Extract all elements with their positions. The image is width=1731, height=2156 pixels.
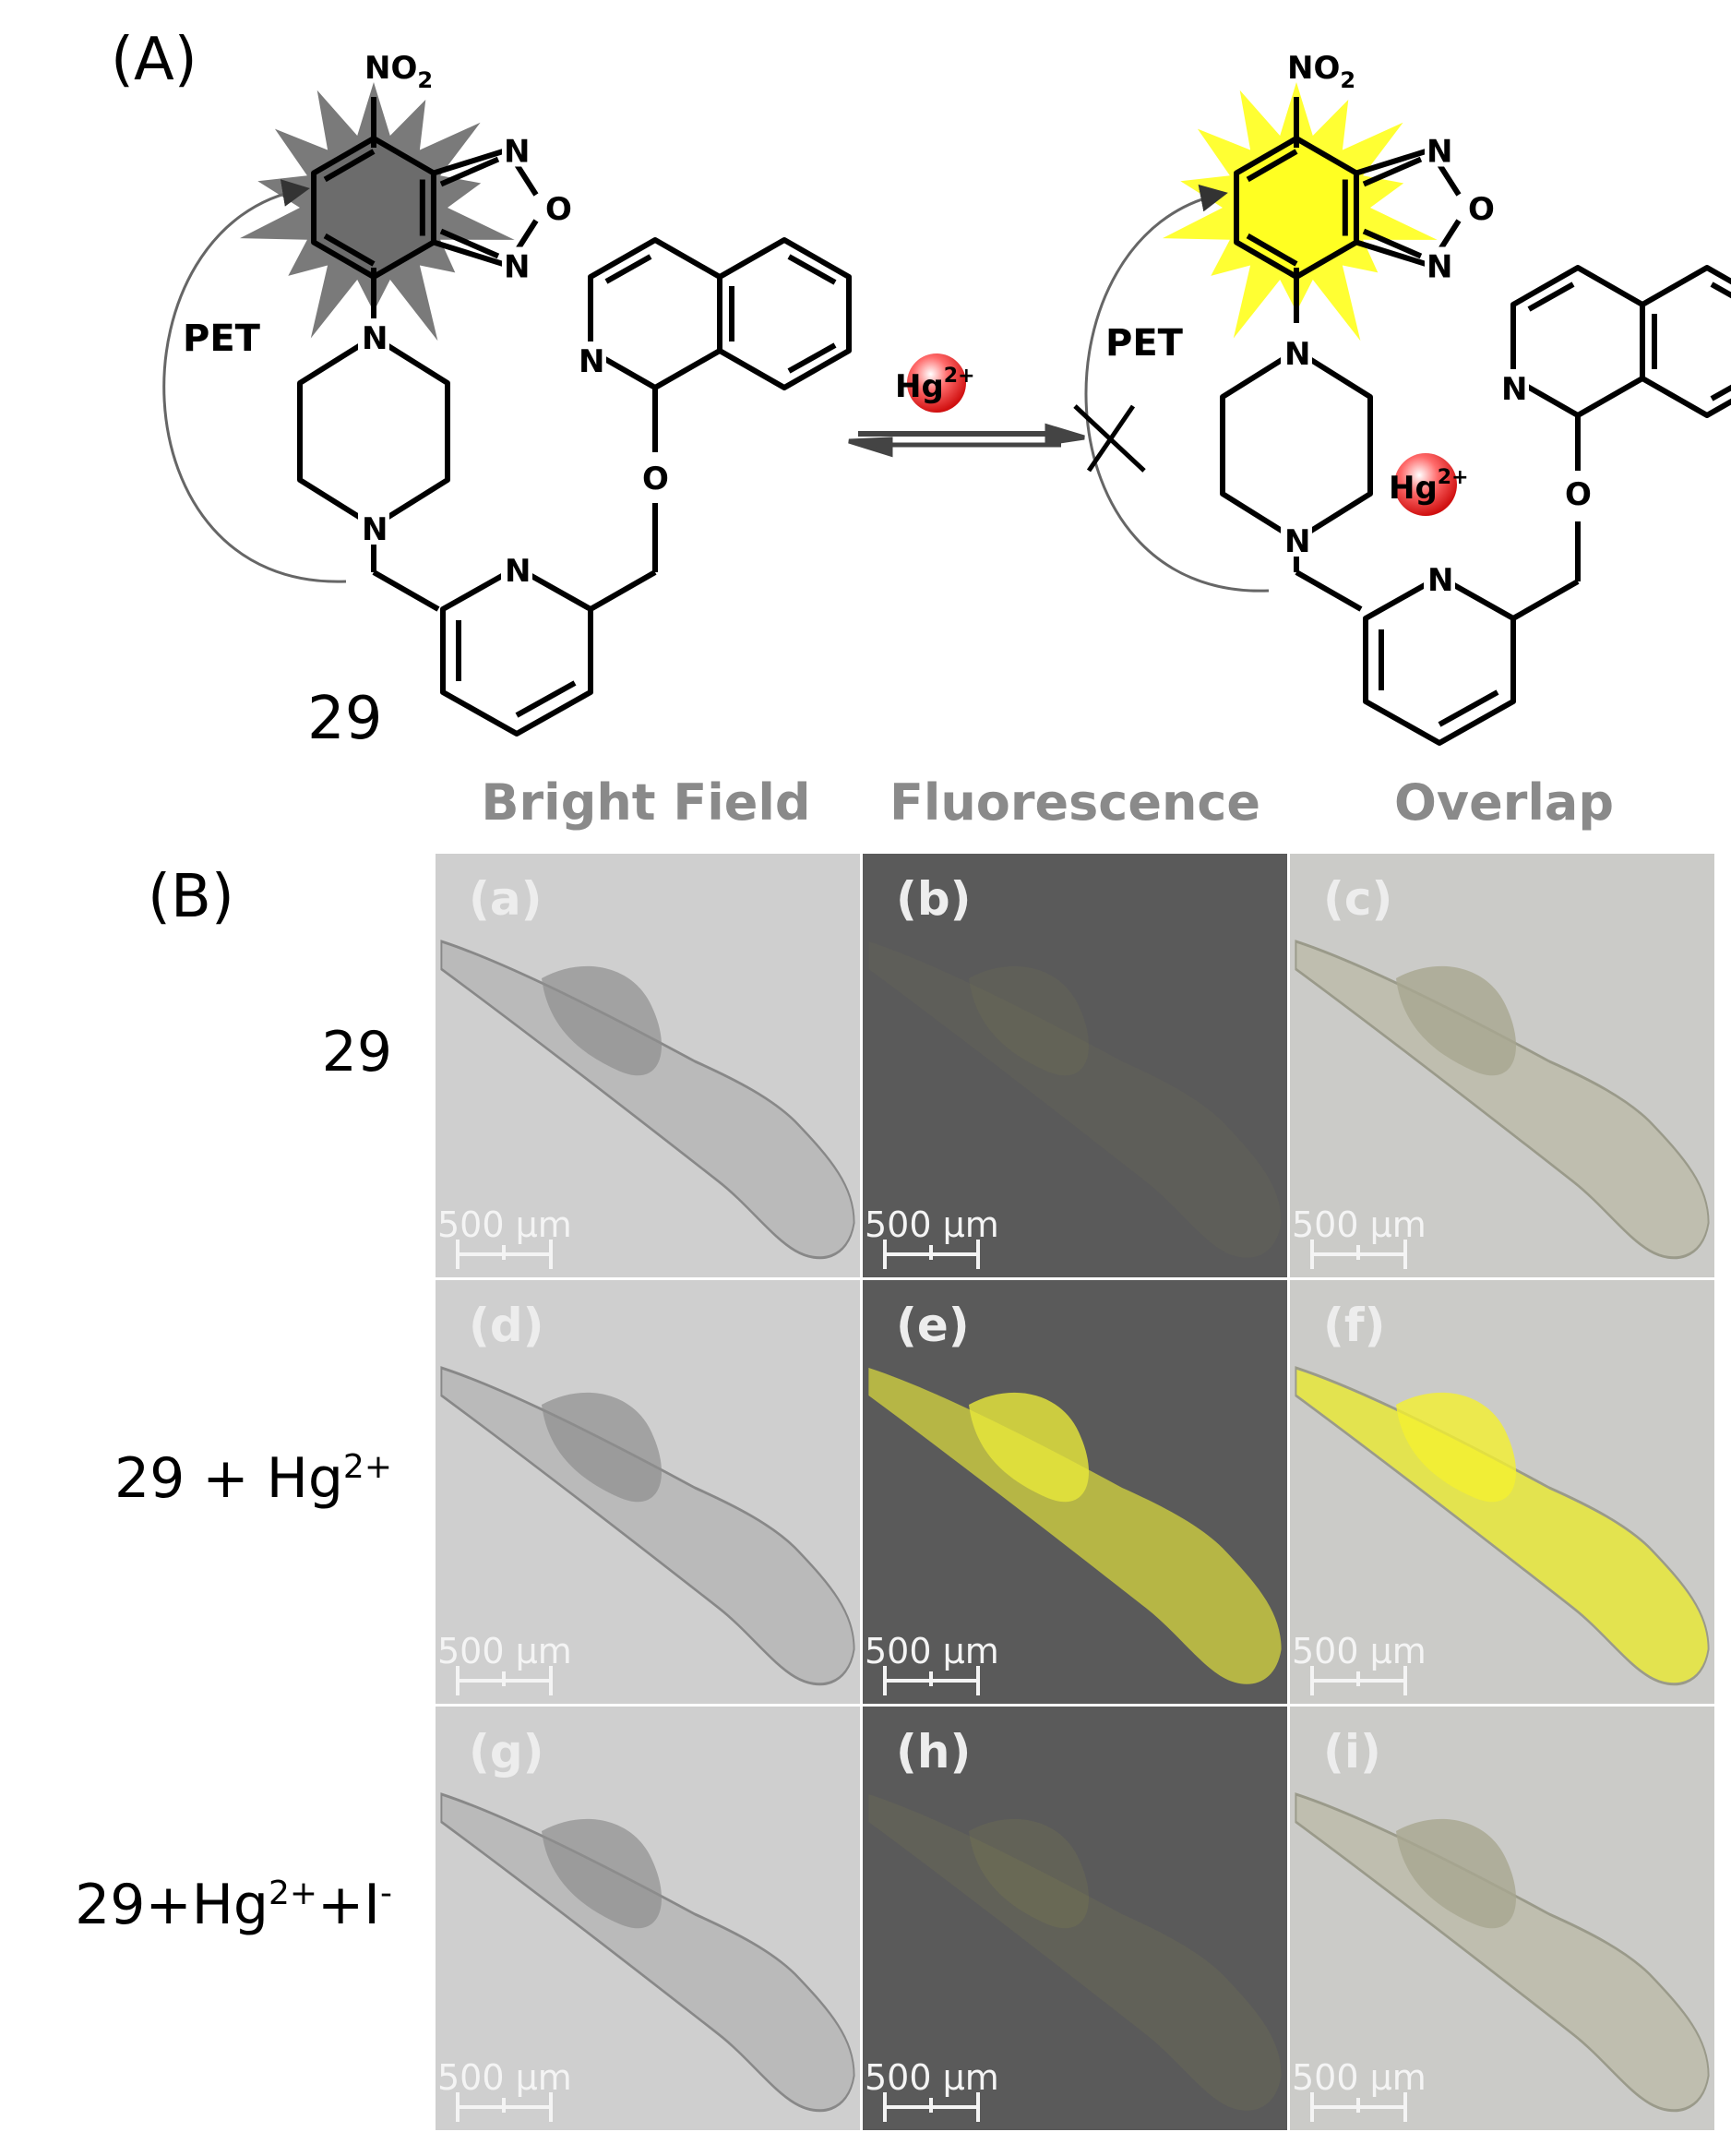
pet-label-left: PET (183, 317, 261, 360)
panel-letter: (c) (1323, 872, 1393, 926)
compound-number: 29 (307, 685, 382, 753)
zebrafish-larva (969, 965, 1090, 1076)
zebrafish-larva (1295, 1366, 1710, 1686)
hg-ion-top (907, 353, 966, 413)
n-oxadiazole-top: N (504, 134, 530, 171)
panel-letter: (b) (896, 872, 972, 926)
micrograph-c-overlap: (c)500 μm (1290, 854, 1714, 1277)
zebrafish-larva (1295, 940, 1710, 1260)
nitro-left: NO2 (364, 50, 433, 93)
column-header-overlap: Overlap (1394, 773, 1614, 832)
zebrafish-larva (440, 1792, 855, 2113)
micrograph-e-fluor: (e)500 μm (863, 1280, 1287, 1704)
micrograph-b-fluor: (b)500 μm (863, 854, 1287, 1277)
hg-ion-bound (1394, 453, 1457, 516)
panel-letter: (e) (896, 1299, 970, 1352)
n-pyridine-right: N (1427, 562, 1453, 599)
panel-letter: (f) (1323, 1299, 1386, 1352)
svg-text:Hg2+: Hg2+ (1389, 466, 1469, 507)
zebrafish-larva (868, 1368, 1282, 1684)
o-ether-left: O (642, 461, 669, 497)
column-header-bright-field: Bright Field (481, 773, 811, 832)
panel-letter: (g) (469, 1725, 544, 1779)
panel-a-tag: (A) (111, 26, 197, 94)
micrograph-i-overlap: (i)500 μm (1290, 1707, 1714, 2130)
row-label-1: 29 (321, 1020, 392, 1084)
o-oxadiazole: O (545, 191, 572, 228)
row-label-2: 29 + Hg2+ (113, 1446, 392, 1511)
svg-text:Hg2+: Hg2+ (895, 365, 975, 405)
n-piperazine-top-right: N (1284, 336, 1310, 373)
n-pyridine-left: N (505, 553, 531, 590)
panel-b-tag: (B) (148, 863, 234, 931)
reaction-scheme: NO2 N N N N O PET NNO 29 Hg2+ (162, 50, 1731, 753)
zebrafish-larva (440, 1366, 855, 1686)
n-quinoline-left: N (579, 343, 604, 380)
zebrafish-larva (868, 1794, 1282, 2111)
micrograph-g-bright: (g)500 μm (436, 1707, 860, 2130)
n-quinoline-right: N (1501, 371, 1527, 408)
equilibrium-arrows (848, 423, 1085, 458)
n-oxadiazole-top: N (1427, 134, 1452, 171)
nitro-right: NO2 (1287, 50, 1355, 93)
pet-label-right: PET (1105, 322, 1184, 365)
panel-letter: (d) (469, 1299, 544, 1352)
molecule-29 (162, 82, 852, 737)
panel-letter: (i) (1323, 1725, 1381, 1779)
o-ether-right: O (1565, 476, 1592, 513)
micrograph-d-bright: (d)500 μm (436, 1280, 860, 1704)
o-oxadiazole: O (1468, 191, 1495, 228)
zebrafish-larva (1295, 1792, 1710, 2113)
n-piperazine-bottom-left: N (362, 511, 388, 548)
n-piperazine-top-left: N (362, 320, 388, 357)
micrograph-h-fluor: (h)500 μm (863, 1707, 1287, 2130)
zebrafish-larva (440, 940, 855, 1260)
panel-letter: (a) (469, 872, 543, 926)
panel-letter: (h) (896, 1725, 972, 1779)
n-piperazine-bottom-right: N (1284, 523, 1310, 560)
n-oxadiazole-bottom: N (504, 249, 530, 286)
molecule-29-hg-complex (1073, 82, 1731, 746)
row-label-3: 29+Hg2++I- (75, 1873, 392, 1937)
micrograph-f-overlap: (f)500 μm (1290, 1280, 1714, 1704)
column-header-fluorescence: Fluorescence (889, 773, 1261, 832)
n-oxadiazole-bottom: N (1427, 249, 1452, 286)
micrograph-a-bright: (a)500 μm (436, 854, 860, 1277)
